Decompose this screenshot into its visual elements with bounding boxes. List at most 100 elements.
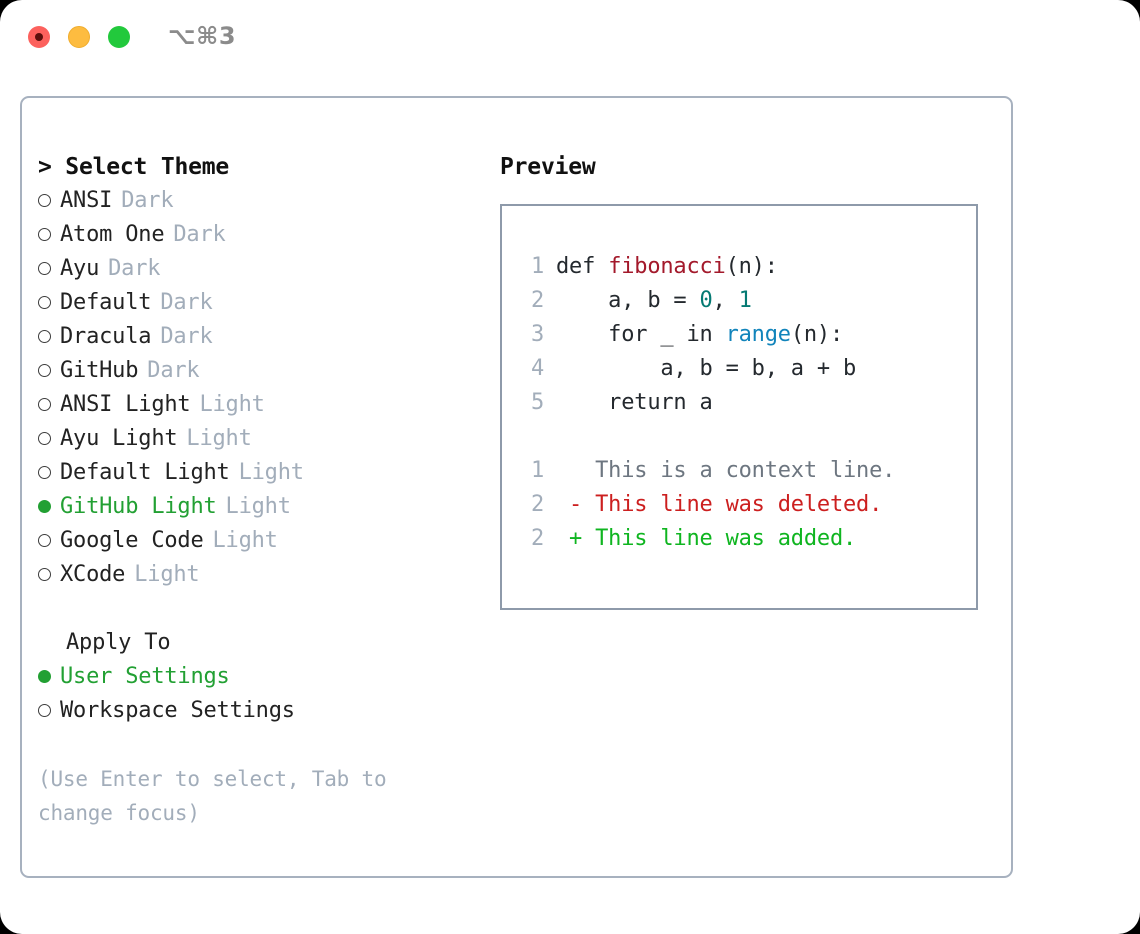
line-number: 4	[530, 356, 544, 381]
theme-option-dracula[interactable]: Dracula Dark	[38, 320, 488, 354]
radio-unselected-icon[interactable]	[38, 523, 60, 557]
apply-to-heading: Apply To	[66, 630, 171, 655]
radio-unselected-icon[interactable]	[38, 183, 60, 217]
radio-selected-icon[interactable]	[38, 659, 60, 693]
preview-heading: Preview	[500, 154, 596, 180]
theme-variant-tag: Dark	[121, 188, 174, 213]
line-number: 2	[530, 492, 544, 517]
theme-variant-tag: Light	[134, 562, 200, 587]
select-theme-heading: > Select Theme	[38, 154, 230, 180]
radio-unselected-icon[interactable]	[38, 421, 60, 455]
diff-line-del: 2 - This line was deleted.	[520, 488, 895, 522]
line-number: 5	[530, 390, 544, 415]
theme-option-github[interactable]: GitHub Dark	[38, 354, 488, 388]
theme-option-label: Ayu Light	[60, 426, 178, 451]
line-number: 2	[530, 526, 544, 551]
theme-option-label: Ayu	[60, 256, 100, 281]
recording-indicator-icon	[35, 33, 43, 41]
theme-option-label: ANSI	[60, 188, 113, 213]
theme-option-ayu-light[interactable]: Ayu Light Light	[38, 422, 488, 456]
window-controls	[28, 26, 130, 48]
apply-option-workspace-settings[interactable]: Workspace Settings	[38, 694, 488, 728]
radio-unselected-icon[interactable]	[38, 251, 60, 285]
code-line: 3 for _ in range(n):	[520, 318, 895, 352]
radio-unselected-icon[interactable]	[38, 387, 60, 421]
code-token: for _ in	[556, 322, 726, 347]
theme-variant-tag: Light	[186, 426, 252, 451]
theme-option-github-light[interactable]: GitHub Light Light	[38, 490, 488, 524]
spacer	[38, 592, 488, 626]
minimize-button[interactable]	[68, 26, 90, 48]
theme-option-label: Dracula	[60, 324, 152, 349]
theme-variant-tag: Dark	[147, 358, 200, 383]
theme-option-label: Atom One	[60, 222, 165, 247]
theme-option-default[interactable]: Default Dark	[38, 286, 488, 320]
code-token: a, b = b, a + b	[556, 356, 857, 381]
theme-variant-tag: Light	[199, 392, 265, 417]
theme-option-label: GitHub	[60, 358, 139, 383]
diff-text: - This line was deleted.	[556, 492, 883, 517]
theme-variant-tag: Dark	[160, 324, 213, 349]
radio-unselected-icon[interactable]	[38, 319, 60, 353]
diff-line-ctx: 1 This is a context line.	[520, 454, 895, 488]
theme-option-label: Google Code	[60, 528, 204, 553]
code-line: 2 a, b = 0, 1	[520, 284, 895, 318]
close-button[interactable]	[28, 26, 50, 48]
theme-option-atom-one[interactable]: Atom One Dark	[38, 218, 488, 252]
code-token: fibonacci	[608, 254, 726, 279]
code-line: 1 def fibonacci(n):	[520, 250, 895, 284]
theme-variant-tag: Dark	[160, 290, 213, 315]
radio-unselected-icon[interactable]	[38, 693, 60, 727]
keyboard-hint: (Use Enter to select, Tab to change focu…	[38, 762, 438, 830]
theme-option-label: GitHub Light	[60, 494, 217, 519]
preview-column: Preview	[500, 150, 1000, 184]
theme-option-ansi[interactable]: ANSI Dark	[38, 184, 488, 218]
apply-option-label: Workspace Settings	[60, 698, 295, 723]
theme-option-ayu[interactable]: Ayu Dark	[38, 252, 488, 286]
radio-unselected-icon[interactable]	[38, 353, 60, 387]
line-number: 3	[530, 322, 544, 347]
code-token: a, b =	[556, 288, 700, 313]
theme-option-label: Default	[60, 290, 152, 315]
theme-variant-tag: Dark	[108, 256, 161, 281]
maximize-button[interactable]	[108, 26, 130, 48]
code-token: return a	[556, 390, 713, 415]
theme-variant-tag: Light	[225, 494, 291, 519]
theme-variant-tag: Light	[238, 460, 304, 485]
code-token: ,	[712, 288, 739, 313]
diff-line-add: 2 + This line was added.	[520, 522, 895, 556]
radio-unselected-icon[interactable]	[38, 455, 60, 489]
line-number: 2	[530, 288, 544, 313]
code-token: range	[725, 322, 791, 347]
line-number: 1	[530, 458, 544, 483]
theme-variant-tag: Dark	[173, 222, 226, 247]
line-number: 1	[530, 254, 544, 279]
keyboard-shortcut-label: ⌥⌘3	[168, 22, 237, 50]
title-bar: ⌥⌘3	[0, 0, 1140, 76]
code-token: 1	[738, 288, 752, 313]
diff-text: + This line was added.	[556, 526, 857, 551]
radio-unselected-icon[interactable]	[38, 285, 60, 319]
radio-selected-icon[interactable]	[38, 489, 60, 523]
apply-option-user-settings[interactable]: User Settings	[38, 660, 488, 694]
radio-unselected-icon[interactable]	[38, 557, 60, 591]
code-token: (n):	[790, 322, 844, 347]
radio-unselected-icon[interactable]	[38, 217, 60, 251]
diff-text: This is a context line.	[556, 458, 896, 483]
code-line: 5 return a	[520, 386, 895, 420]
code-token: def	[556, 254, 609, 279]
keyboard-hint-line-2: change focus)	[38, 801, 200, 825]
code-token: (n):	[725, 254, 778, 279]
keyboard-hint-line-1: (Use Enter to select, Tab to	[38, 767, 387, 791]
